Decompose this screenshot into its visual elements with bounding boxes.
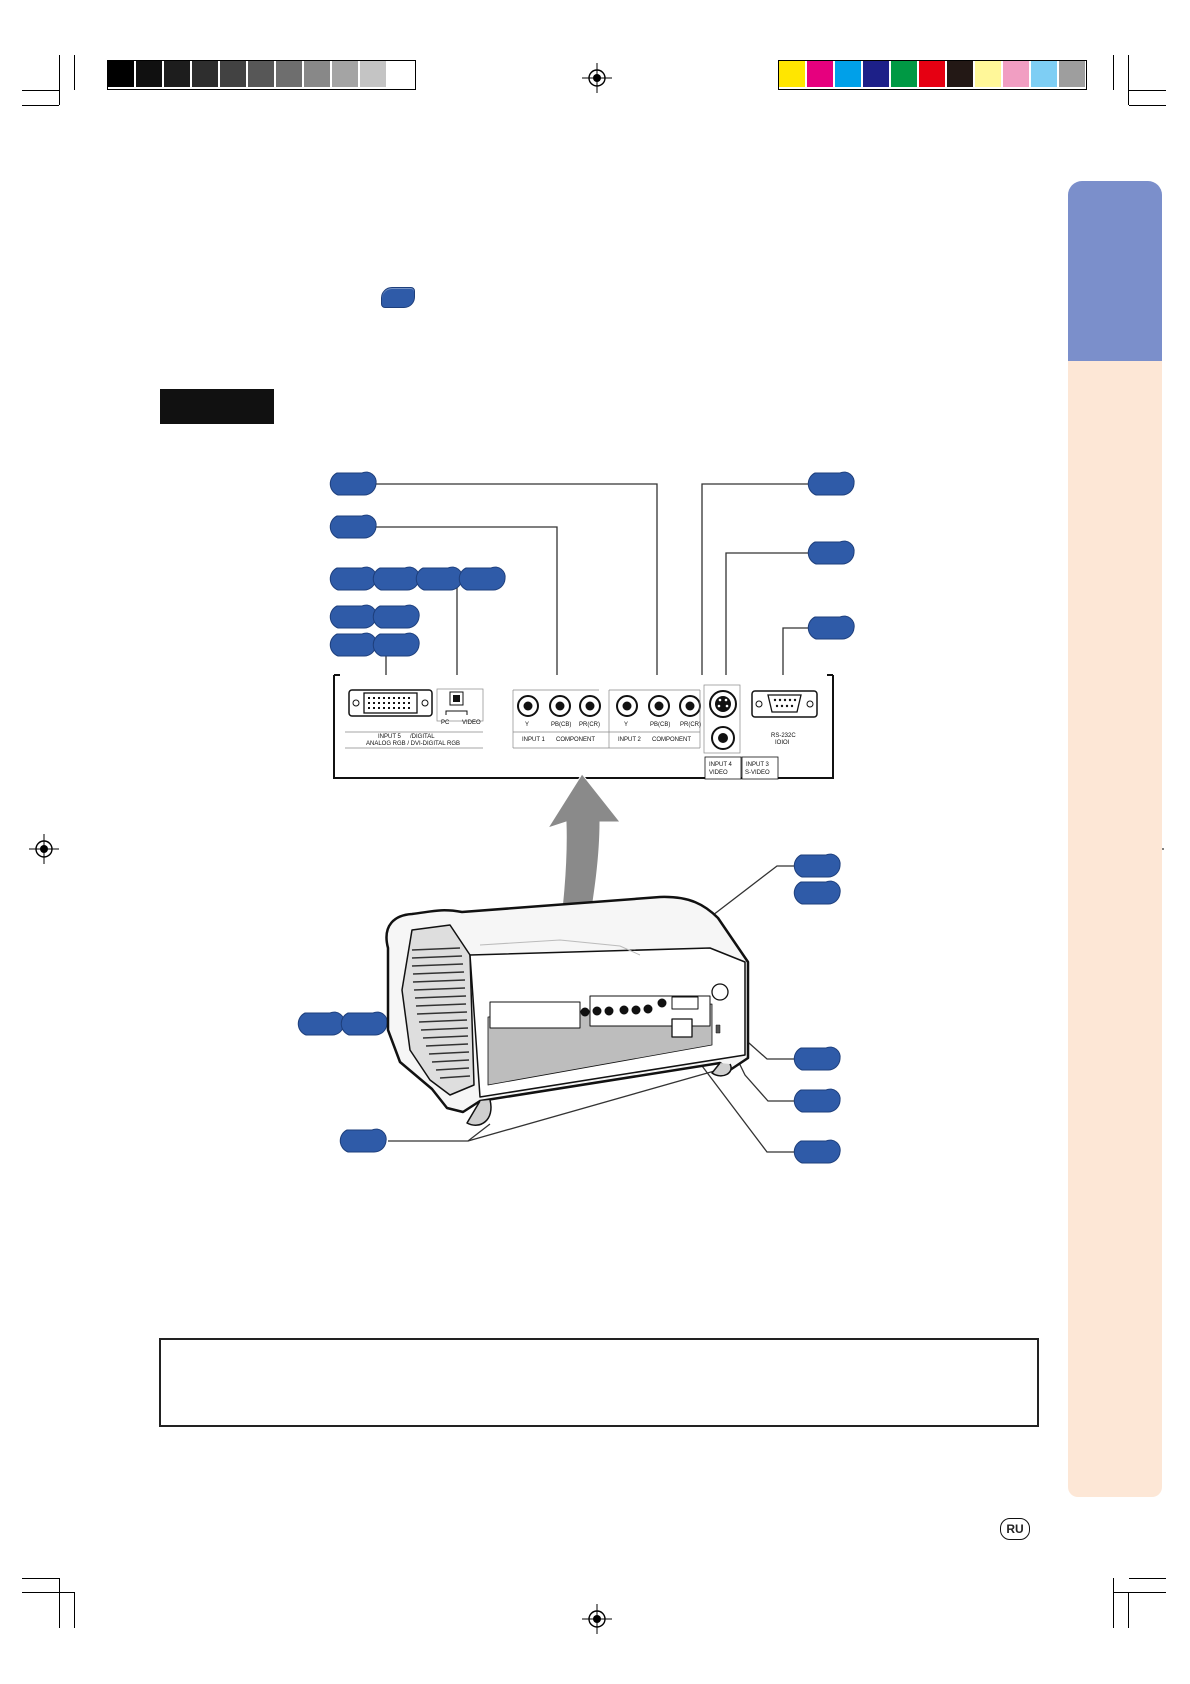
callout-badge	[807, 471, 855, 496]
comp1-label: INPUT 1	[522, 737, 546, 743]
crop-mark-br-h2	[1113, 1592, 1166, 1593]
gray-swatch	[248, 61, 274, 87]
terminal-panel	[333, 674, 834, 780]
registration-mark-bottom	[582, 1604, 612, 1634]
dvi-label-2: /DIGITAL	[410, 734, 435, 740]
input4-line2: VIDEO	[709, 770, 728, 776]
gray-swatch	[108, 61, 134, 87]
side-tab	[1068, 181, 1162, 361]
crop-mark-bl-h	[22, 1578, 59, 1579]
comp2-suffix: COMPONENT	[652, 737, 691, 743]
gray-swatch	[220, 61, 246, 87]
gray-swatch	[360, 61, 386, 87]
callout-badge	[793, 853, 841, 878]
callout-badge	[807, 615, 855, 640]
rs232-symbol: IOIOI	[775, 740, 790, 746]
callout-badge	[793, 1046, 841, 1071]
callout-badge	[297, 1011, 345, 1036]
crop-mark-br-h	[1129, 1578, 1166, 1579]
color-swatch	[835, 61, 861, 87]
crop-mark-br-v2	[1113, 1578, 1114, 1628]
callout-badge	[329, 632, 377, 657]
callout-badge	[372, 604, 420, 629]
callout-badge	[372, 566, 420, 591]
color-bar	[778, 60, 1087, 90]
callout-badge	[329, 471, 377, 496]
crop-mark-tl-v	[59, 55, 60, 105]
input4-line1: INPUT 4	[709, 762, 733, 768]
comp2-pr: PR(CR)	[680, 722, 701, 728]
rs232-label: RS-232C	[771, 733, 796, 739]
gray-swatch	[136, 61, 162, 87]
grayscale-bar	[107, 60, 416, 90]
crop-mark-tr-h	[1129, 105, 1166, 106]
callout-badge	[372, 632, 420, 657]
comp1-suffix: COMPONENT	[556, 737, 595, 743]
color-swatch	[975, 61, 1001, 87]
gray-swatch	[304, 61, 330, 87]
comp2-y: Y	[624, 722, 628, 728]
input3-line1: INPUT 3	[746, 762, 770, 768]
callout-badges	[297, 471, 855, 1164]
gray-swatch	[388, 61, 414, 87]
crop-mark-bl-h2	[22, 1592, 74, 1593]
callout-badge	[339, 1128, 387, 1153]
note-box	[159, 1338, 1039, 1427]
projector-illustration	[385, 895, 750, 1126]
comp1-pb: PB(CB)	[551, 722, 571, 728]
reference-badge	[381, 287, 415, 308]
gray-swatch	[276, 61, 302, 87]
crop-mark-tr-v	[1128, 55, 1129, 105]
color-swatch	[807, 61, 833, 87]
crop-mark-tr-h2	[1129, 90, 1166, 91]
color-swatch	[863, 61, 889, 87]
side-band	[1068, 360, 1162, 1497]
comp2-pb: PB(CB)	[650, 722, 670, 728]
color-swatch	[1003, 61, 1029, 87]
color-swatch	[1031, 61, 1057, 87]
color-swatch	[891, 61, 917, 87]
section-heading-bar	[160, 389, 274, 424]
gray-swatch	[164, 61, 190, 87]
color-swatch	[779, 61, 805, 87]
color-swatch	[1059, 61, 1085, 87]
color-swatch	[919, 61, 945, 87]
callout-badge	[329, 566, 377, 591]
callout-badge	[807, 540, 855, 565]
switch-pc-label: PC	[441, 720, 450, 726]
registration-mark-left	[29, 834, 59, 864]
comp2-label: INPUT 2	[618, 737, 642, 743]
callout-badge	[793, 1139, 841, 1164]
crop-mark-tl-v2	[74, 55, 75, 90]
registration-mark-top	[582, 63, 612, 93]
callout-badge	[329, 514, 377, 539]
comp1-y: Y	[525, 722, 529, 728]
gray-swatch	[192, 61, 218, 87]
callout-badge	[329, 604, 377, 629]
crop-mark-tl-h2	[22, 90, 59, 91]
callout-badge	[793, 880, 841, 905]
language-badge: RU	[1000, 1518, 1030, 1540]
crop-mark-tr-v2	[1113, 55, 1114, 90]
color-swatch	[947, 61, 973, 87]
crop-mark-bl-v2	[74, 1592, 75, 1628]
gray-swatch	[332, 61, 358, 87]
crop-mark-bl-v	[59, 1578, 60, 1628]
callout-badge	[458, 566, 506, 591]
crop-mark-tl-h	[22, 105, 59, 106]
callout-badge	[793, 1088, 841, 1113]
callout-badge	[340, 1011, 388, 1036]
switch-video-label: VIDEO	[462, 720, 481, 726]
dvi-label-3: ANALOG RGB / DVI-DIGITAL RGB	[366, 741, 460, 747]
crop-mark-br-v	[1128, 1592, 1129, 1628]
dvi-label-1: INPUT 5	[378, 734, 402, 740]
comp1-pr: PR(CR)	[579, 722, 600, 728]
input3-line2: S-VIDEO	[745, 770, 770, 776]
callout-badge	[415, 566, 463, 591]
